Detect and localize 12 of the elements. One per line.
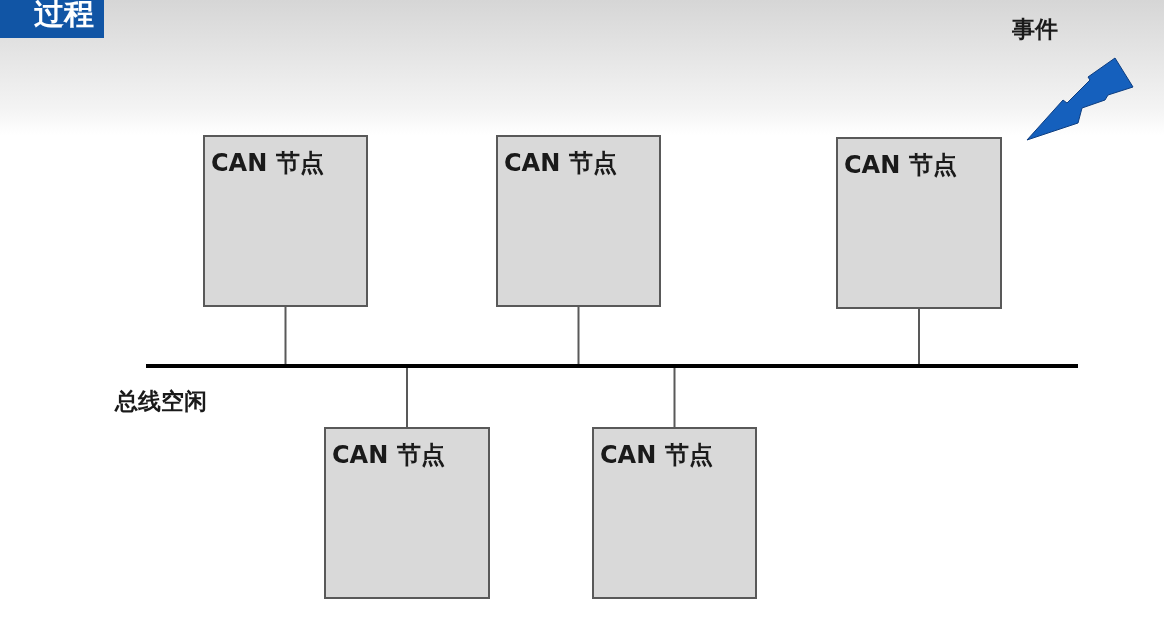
connector-line [284, 306, 287, 365]
event-label: 事件 [1012, 15, 1058, 44]
can-node-box: CAN 节点 [203, 135, 368, 307]
can-node-box: CAN 节点 [836, 137, 1002, 309]
connector-line [673, 367, 676, 428]
connector-line [918, 308, 920, 365]
connector-line [406, 367, 408, 428]
can-node-box: CAN 节点 [496, 135, 661, 307]
connector-line [577, 306, 580, 365]
bus-label: 总线空闲 [115, 387, 207, 416]
can-node-box: CAN 节点 [324, 427, 490, 599]
can-node-box: CAN 节点 [592, 427, 757, 599]
